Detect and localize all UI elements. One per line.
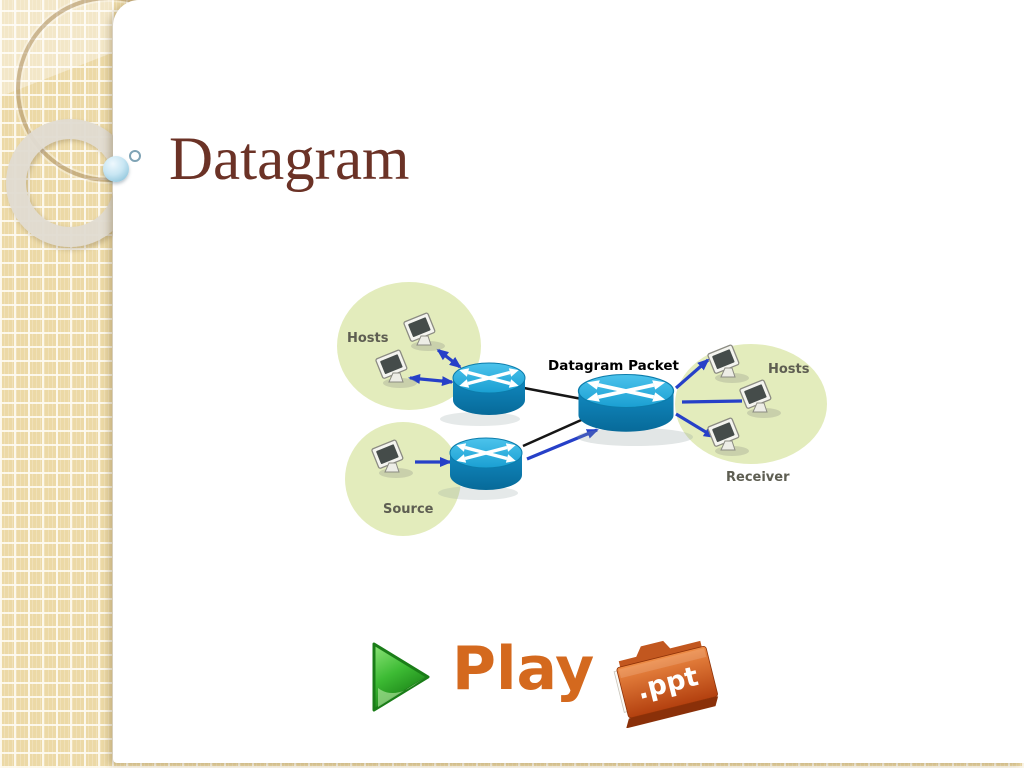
folder-bottom-edge (626, 696, 719, 728)
link-router2-core (522, 415, 589, 448)
bullet-sphere-icon (103, 156, 129, 182)
packet-arrow (526, 428, 599, 461)
folder-front (616, 645, 718, 719)
link-host1-router (436, 348, 462, 369)
source-ellipse (345, 422, 461, 536)
router-icon-core (578, 375, 673, 432)
link-core-receiver3 (675, 412, 716, 439)
router2-shadow (438, 486, 518, 500)
bullet-circle-icon (129, 150, 141, 162)
ppt-folder-icon[interactable]: .ppt (604, 626, 730, 728)
receiver-label: Receiver (726, 470, 790, 485)
link-host2-router (408, 373, 454, 387)
core-router-shadow (577, 428, 693, 446)
datagram-packet-label: Datagram Packet (548, 358, 679, 374)
page-title: Datagram (169, 126, 410, 193)
folder-gloss (618, 648, 707, 679)
router-icon-top (451, 361, 527, 417)
hosts-right-label: Hosts (768, 362, 810, 377)
play-footer: Play .ppt (360, 626, 740, 736)
hosts-left-label: Hosts (347, 331, 389, 346)
play-icon[interactable] (370, 640, 432, 714)
link-router1-core (523, 386, 583, 401)
datagram-network-diagram: Hosts Source Hosts Receiver Datagram Pac… (337, 282, 827, 536)
link-core-receiver1 (674, 358, 710, 390)
router1-shadow (440, 412, 520, 426)
content-panel (113, 0, 1024, 763)
play-button[interactable]: Play (452, 634, 595, 704)
router-icon-bottom (448, 436, 524, 492)
link-core-receiver2 (681, 399, 743, 404)
diagram-links (408, 348, 743, 467)
source-label: Source (383, 502, 434, 517)
